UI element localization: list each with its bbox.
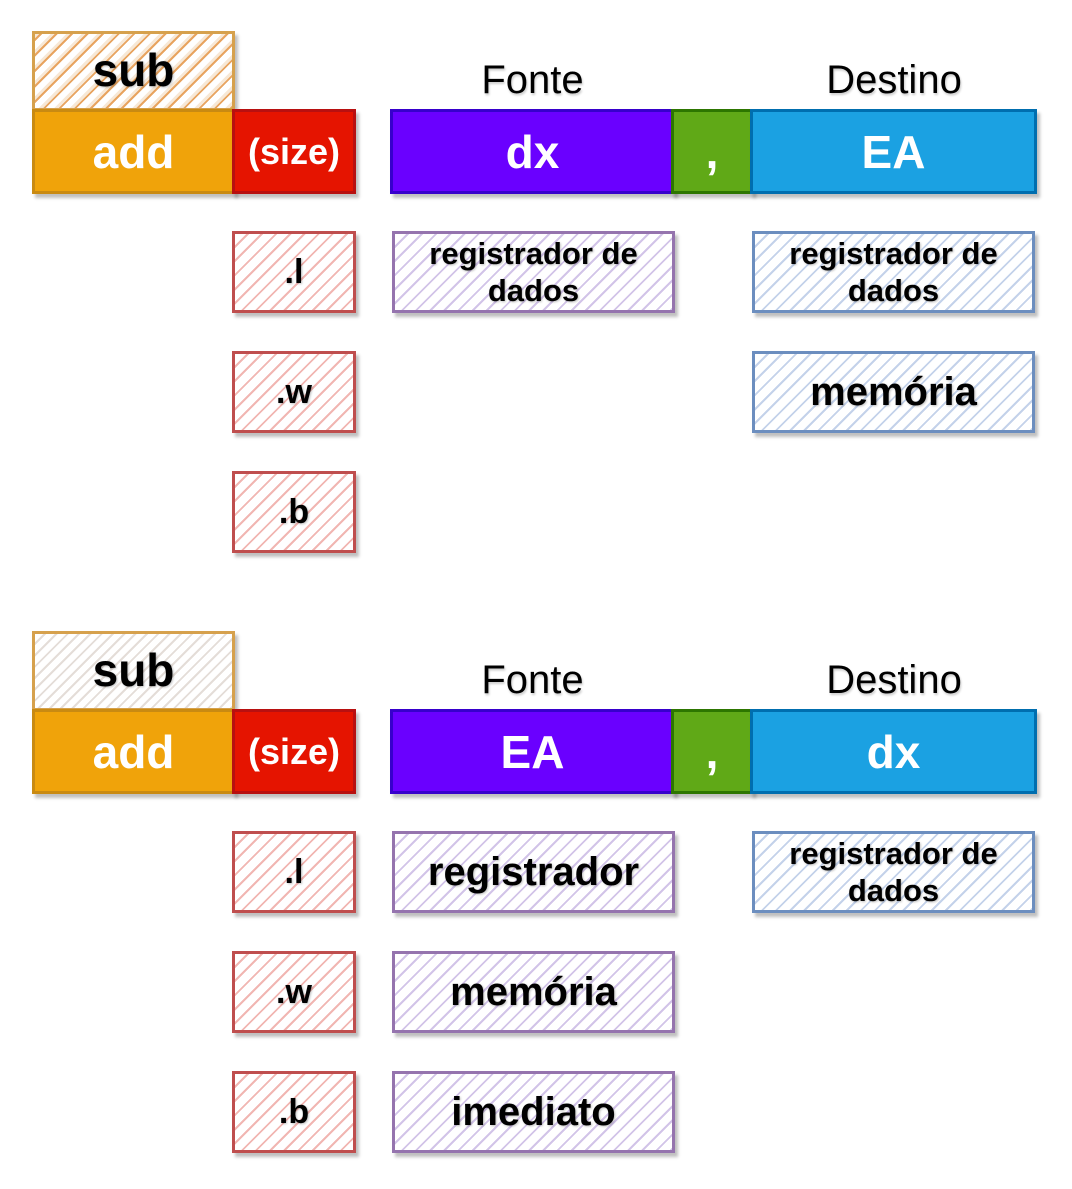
size-option-b: .b xyxy=(232,471,356,553)
size-option-l: .l xyxy=(232,231,356,313)
dest-operand-box: EA xyxy=(750,109,1037,194)
comma-separator: , xyxy=(671,709,753,794)
dest-option-memory: memória xyxy=(752,351,1035,433)
size-box: (size) xyxy=(232,109,356,194)
size-option-w: .w xyxy=(232,351,356,433)
sub-opcode-box: sub xyxy=(32,31,235,111)
source-operand-box: EA xyxy=(390,709,675,794)
source-option-memory: memória xyxy=(392,951,675,1033)
sub-opcode-box: sub xyxy=(32,631,235,711)
dest-header: Destino xyxy=(826,658,962,702)
source-header: Fonte xyxy=(481,58,584,102)
source-operand-box: dx xyxy=(390,109,675,194)
panel-1: sub Fonte Destino add (size) dx , EA .l … xyxy=(0,0,1072,560)
add-opcode-box: add xyxy=(32,109,235,194)
size-option-b: .b xyxy=(232,1071,356,1153)
source-option-register: registrador xyxy=(392,831,675,913)
comma-separator: , xyxy=(671,109,753,194)
panel-2: sub Fonte Destino add (size) EA , dx .l … xyxy=(0,600,1072,1160)
source-option-data-register: registrador de dados xyxy=(392,231,675,313)
dest-option-data-register: registrador de dados xyxy=(752,831,1035,913)
size-option-w: .w xyxy=(232,951,356,1033)
add-opcode-box: add xyxy=(32,709,235,794)
source-option-immediate: imediato xyxy=(392,1071,675,1153)
dest-operand-box: dx xyxy=(750,709,1037,794)
dest-option-data-register: registrador de dados xyxy=(752,231,1035,313)
dest-header: Destino xyxy=(826,58,962,102)
size-box: (size) xyxy=(232,709,356,794)
size-option-l: .l xyxy=(232,831,356,913)
source-header: Fonte xyxy=(481,658,584,702)
